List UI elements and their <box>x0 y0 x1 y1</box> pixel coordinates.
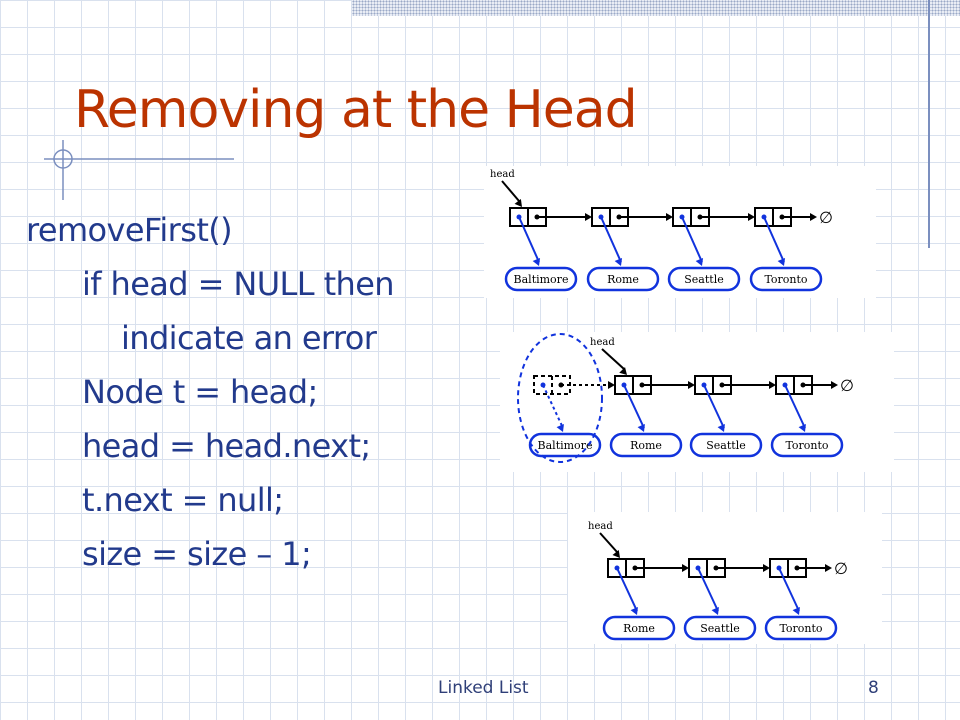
element-pointer <box>623 384 645 429</box>
element-oval <box>683 615 757 641</box>
element-oval <box>504 266 578 292</box>
element-pointer <box>778 567 800 612</box>
element-label: Seattle <box>684 273 723 286</box>
element-oval <box>764 615 838 641</box>
head-pointer <box>601 348 625 370</box>
next-pointer-arrowhead <box>688 381 695 389</box>
pseudocode-block: removeFirst() if head = NULL then indica… <box>26 208 395 586</box>
next-pointer-arrowhead <box>825 564 832 572</box>
next-pointer-arrowhead <box>769 381 776 389</box>
element-pointer <box>518 216 540 263</box>
element-label: Toronto <box>779 622 822 635</box>
element-label: Seattle <box>706 439 745 452</box>
element-pointer-arrowhead <box>717 423 725 432</box>
head-pointer-arrowhead <box>514 199 522 207</box>
element-pointer-arrowhead <box>798 423 806 432</box>
head-pointer <box>501 180 520 202</box>
element-label: Rome <box>630 439 662 452</box>
element-pointer <box>542 384 564 429</box>
element-oval <box>749 266 823 292</box>
next-pointer-arrowhead <box>682 564 689 572</box>
element-oval <box>689 432 763 458</box>
element-pointer <box>784 384 806 429</box>
next-pointer-arrowhead <box>810 213 817 221</box>
element-pointer <box>616 567 638 612</box>
element-oval <box>609 432 683 458</box>
code-line-size: size = size – 1; <box>82 535 312 573</box>
element-pointer-arrowhead <box>556 423 564 432</box>
page-number: 8 <box>868 678 879 698</box>
element-oval <box>667 266 741 292</box>
element-pointer-arrowhead <box>637 423 645 432</box>
next-pointer-arrowhead <box>608 381 615 389</box>
element-label: Baltimore <box>538 439 593 452</box>
linked-list-diagram-during: Baltimore Rome Seattle Toronto ∅ head <box>500 332 894 472</box>
element-oval <box>586 266 660 292</box>
element-pointer-arrowhead <box>695 258 704 266</box>
element-pointer-arrowhead <box>777 258 786 266</box>
code-line-advance: head = head.next; <box>82 427 371 465</box>
element-pointer-arrowhead <box>532 258 541 266</box>
code-line-function: removeFirst() <box>26 211 233 249</box>
element-pointer <box>703 384 725 429</box>
element-pointer <box>600 216 622 263</box>
diagram-after-svg: Rome Seattle Toronto ∅ head <box>588 521 848 641</box>
head-label: head <box>588 521 613 532</box>
code-line-temp: Node t = head; <box>82 373 318 411</box>
next-pointer-arrowhead <box>748 213 755 221</box>
element-oval <box>602 615 676 641</box>
decorative-vertical-line <box>928 0 930 248</box>
element-pointer-arrowhead <box>630 606 638 615</box>
element-oval <box>770 432 844 458</box>
element-label: Rome <box>623 622 655 635</box>
element-pointer-arrowhead <box>614 258 623 266</box>
null-symbol: ∅ <box>840 376 854 395</box>
next-pointer-arrowhead <box>763 564 770 572</box>
next-pointer-arrowhead <box>831 381 838 389</box>
head-pointer-arrowhead <box>612 550 620 558</box>
crosshair-decoration <box>44 140 234 200</box>
head-label: head <box>490 169 515 180</box>
element-pointer <box>763 216 785 263</box>
next-pointer-arrowhead <box>585 213 592 221</box>
head-pointer-arrowhead <box>619 367 627 375</box>
diagram-during-svg: Baltimore Rome Seattle Toronto ∅ head <box>517 333 854 463</box>
code-line-unlink: t.next = null; <box>82 481 284 519</box>
null-symbol: ∅ <box>834 559 848 578</box>
element-label: Toronto <box>764 273 807 286</box>
element-label: Rome <box>607 273 639 286</box>
head-pointer <box>599 532 618 553</box>
element-label: Baltimore <box>514 273 569 286</box>
code-line-error: indicate an error <box>121 319 377 357</box>
element-label: Seattle <box>700 622 739 635</box>
element-pointer <box>697 567 719 612</box>
footer-label: Linked List <box>438 678 529 698</box>
null-symbol: ∅ <box>819 208 833 227</box>
linked-list-diagram-after: Rome Seattle Toronto ∅ head <box>568 512 882 644</box>
element-pointer-arrowhead <box>792 606 800 615</box>
element-pointer-arrowhead <box>711 606 719 615</box>
head-label: head <box>590 337 615 348</box>
next-pointer-arrowhead <box>666 213 673 221</box>
element-pointer <box>681 216 703 263</box>
element-oval <box>528 432 602 458</box>
element-label: Toronto <box>785 439 828 452</box>
slide-title: Removing at the Head <box>74 80 638 140</box>
diagram-before-svg: Baltimore Rome Seattle Toronto ∅ head <box>490 169 833 292</box>
linked-list-diagram-before: Baltimore Rome Seattle Toronto ∅ head <box>484 166 876 298</box>
removed-node-outline <box>517 333 603 463</box>
code-line-if: if head = NULL then <box>82 265 395 303</box>
top-pattern-band <box>352 0 960 16</box>
